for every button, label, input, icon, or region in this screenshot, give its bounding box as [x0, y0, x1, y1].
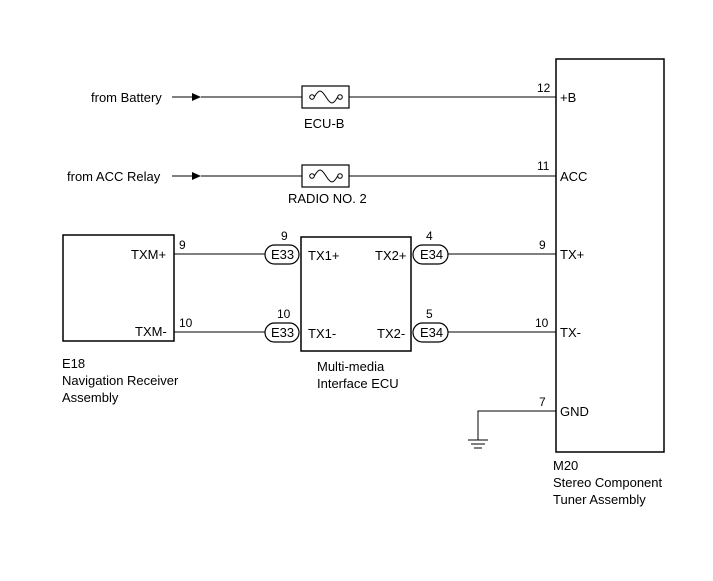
source-battery-label: from Battery: [91, 90, 162, 105]
tuner-pin-12: 12: [537, 81, 551, 95]
tuner-terminal-gnd: GND: [560, 404, 589, 419]
connector-e33-upper: [264, 244, 300, 265]
source-acc-relay-label: from ACC Relay: [67, 169, 161, 184]
connector-e34-upper-label: E34: [420, 247, 443, 262]
connector-e33-upper-label: E33: [271, 247, 294, 262]
ground-symbol-icon: [468, 439, 488, 449]
mm-pin-9: 9: [281, 229, 288, 243]
tuner-name-line2: Tuner Assembly: [553, 492, 646, 507]
tuner-assembly-box: [555, 58, 665, 453]
mm-terminal-tx2-plus: TX2+: [375, 248, 406, 263]
connector-e34-lower-label: E34: [420, 325, 443, 340]
fuse-ecu-b-label: ECU-B: [304, 116, 344, 131]
tuner-terminal-tx-plus: TX+: [560, 247, 584, 262]
mm-terminal-tx1-plus: TX1+: [308, 248, 339, 263]
fuse-radio-no2-icon: [301, 164, 350, 188]
tuner-pin-11: 11: [537, 159, 550, 173]
mm-terminal-tx2-minus: TX2-: [377, 326, 405, 341]
fuse-radio-no2-label: RADIO NO. 2: [288, 191, 367, 206]
acc-arrow-icon: [192, 172, 201, 180]
tuner-terminal-plus-b: +B: [560, 90, 576, 105]
connector-e33-lower-label: E33: [271, 325, 294, 340]
nav-receiver-name-line1: Navigation Receiver: [62, 373, 179, 388]
nav-pin-10: 10: [179, 316, 193, 330]
mm-ecu-name-line1: Multi-media: [317, 359, 385, 374]
tuner-code: M20: [553, 458, 578, 473]
fuse-ecu-b-icon: [301, 85, 350, 109]
tuner-pin-7: 7: [539, 395, 546, 409]
mm-ecu-box: [300, 236, 412, 352]
tuner-terminal-acc: ACC: [560, 169, 587, 184]
mm-ecu-name-line2: Interface ECU: [317, 376, 399, 391]
connector-e33-lower: [264, 322, 300, 343]
tuner-pin-10: 10: [535, 316, 549, 330]
nav-terminal-txm-plus: TXM+: [131, 247, 166, 262]
tuner-pin-9: 9: [539, 238, 546, 252]
nav-pin-9: 9: [179, 238, 186, 252]
tuner-terminal-tx-minus: TX-: [560, 325, 581, 340]
ground-wire: [477, 410, 556, 440]
mm-terminal-tx1-minus: TX1-: [308, 326, 336, 341]
mm-pin-10: 10: [277, 307, 291, 321]
tuner-name-line1: Stereo Component: [553, 475, 663, 490]
nav-receiver-name-line2: Assembly: [62, 390, 119, 405]
battery-arrow-icon: [192, 93, 201, 101]
nav-terminal-txm-minus: TXM-: [135, 324, 167, 339]
nav-receiver-code: E18: [62, 356, 85, 371]
mm-pin-5: 5: [426, 307, 433, 321]
nav-receiver-box: [62, 234, 175, 342]
mm-pin-4: 4: [426, 229, 433, 243]
